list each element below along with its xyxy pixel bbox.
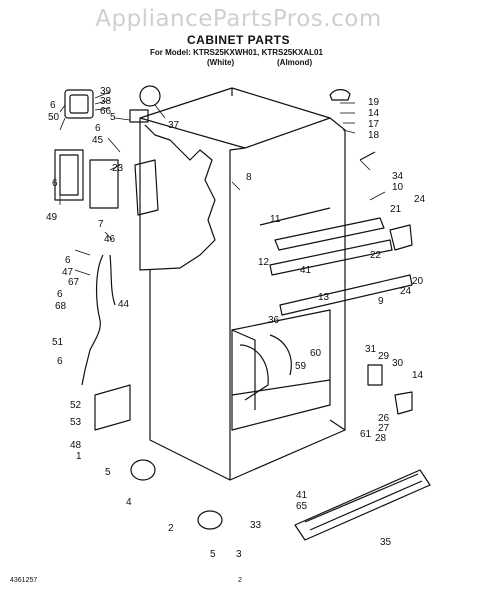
callout-24a: 24 [414,194,426,205]
callout-41b: 41 [296,490,308,501]
variant-almond: (Almond) [277,58,313,67]
callout-33: 33 [250,520,262,531]
callout-67: 67 [68,277,80,288]
callout-4: 4 [126,497,132,508]
cabinet-left-panel [139,118,216,271]
spacer-34 [359,151,376,161]
cabinet-front-edge [229,147,346,481]
callout-31: 31 [365,344,377,355]
callout-36: 36 [268,315,280,326]
cover-39 [64,89,94,119]
callout-6a: 6 [50,100,56,111]
callout-26: 26 [378,413,390,424]
callout-27: 27 [378,423,390,434]
callout-50: 50 [48,112,60,123]
callout-51: 51 [52,337,64,348]
callout-35: 35 [380,537,392,548]
roller-4 [130,459,156,481]
callout-23: 23 [112,163,124,174]
callout-65: 65 [296,501,308,512]
hinge-26 [394,391,413,415]
cap-19 [329,89,351,101]
callout-5c: 5 [210,549,216,560]
callout-49: 49 [46,212,58,223]
cabinet-right-side [329,117,346,431]
callout-28: 28 [375,433,387,444]
callout-68: 68 [55,301,67,312]
bracket-45 [54,149,84,201]
callout-6f: 6 [57,356,63,367]
callout-3: 3 [236,549,242,560]
callout-60: 60 [310,348,322,359]
callout-8: 8 [246,172,252,183]
tube-51 [81,254,104,386]
cabinet-left-lower [149,270,231,481]
callout-12: 12 [258,257,270,268]
callout-2: 2 [168,523,174,534]
callout-37: 37 [168,120,180,131]
callout-24b: 24 [400,286,412,297]
callout-29: 29 [378,351,390,362]
rear-panel-53 [94,384,131,431]
callout-59: 59 [295,361,307,372]
callout-22: 22 [370,250,382,261]
page-number: 2 [238,577,242,584]
control-strip [269,239,393,276]
fresh-food-liner [231,309,331,431]
callout-5b: 5 [105,467,111,478]
document-number: 4361257 [10,577,38,584]
callout-18: 18 [368,130,380,141]
callout-34: 34 [392,171,404,182]
wire-44 [109,254,116,306]
callout-13: 13 [318,292,330,303]
callout-53: 53 [70,417,82,428]
grille-35 [294,469,431,541]
callout-30: 30 [392,358,404,369]
callout-66: 66 [100,106,112,117]
callout-17: 17 [368,119,380,130]
callout-10: 10 [392,182,404,193]
watermark-text: AppliancePartsPros.com [95,6,382,32]
callout-45: 45 [92,135,104,146]
callout-38: 38 [100,96,112,107]
crossrail-9 [279,274,413,316]
callout-14b: 14 [412,370,424,381]
hinge-21 [389,224,413,251]
callout-20: 20 [412,276,424,287]
callout-21: 21 [390,204,402,215]
callout-6b: 6 [95,123,101,134]
callout-44: 44 [118,299,130,310]
callout-48: 48 [70,440,82,451]
callout-6d: 6 [65,255,71,266]
callout-19: 19 [368,97,380,108]
callout-61: 61 [360,429,372,440]
model-line: For Model: KTRS25KXWH01, KTRS25KXAL01 [150,48,323,57]
callout-5: 5 [110,112,116,123]
callout-39: 39 [100,86,112,97]
callout-11: 11 [270,214,281,225]
thermostat-housing [134,159,159,216]
bracket-31 [367,364,383,386]
diagram-title: CABINET PARTS [187,33,290,47]
callout-6e: 6 [57,289,63,300]
callout-41a: 41 [300,265,312,276]
callout-7: 7 [98,219,104,230]
callout-14a: 14 [368,108,380,119]
roller-2 [197,510,223,530]
light-37 [139,85,161,107]
callout-52: 52 [70,400,82,411]
callout-47: 47 [62,267,74,278]
callout-1: 1 [76,451,82,462]
panel-23 [89,159,119,209]
callout-6c: 6 [52,178,58,189]
callout-46: 46 [104,234,116,245]
variant-white: (White) [207,58,235,67]
callout-9: 9 [378,296,384,307]
